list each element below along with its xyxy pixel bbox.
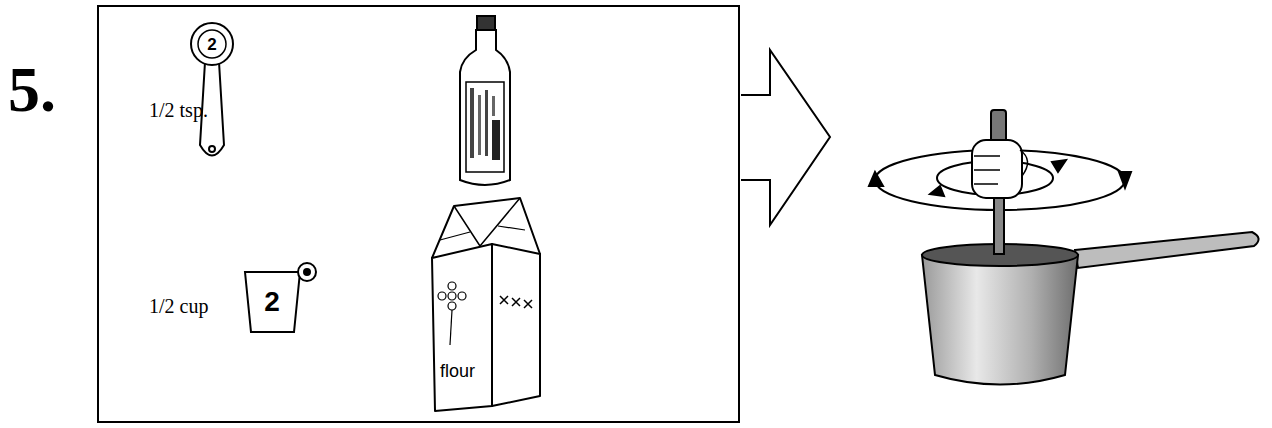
package-label: 2	[207, 36, 216, 53]
package-label: 2	[264, 288, 280, 316]
hand-whisk	[972, 110, 1028, 254]
measuring-spoon	[191, 23, 233, 156]
package-label: flour	[440, 362, 475, 380]
flour-carton	[432, 198, 540, 411]
step-number: 5.	[8, 58, 56, 122]
ingredient-box: 1/2 tsp. 1/2 cup	[97, 5, 740, 423]
measuring-cup	[245, 263, 316, 332]
amount-text: 1/2 tsp.	[149, 99, 208, 121]
saucepan	[922, 232, 1259, 385]
block-arrow	[741, 50, 830, 225]
amount-text: 1/2 cup	[149, 295, 208, 317]
vanilla-bottle	[460, 16, 510, 185]
